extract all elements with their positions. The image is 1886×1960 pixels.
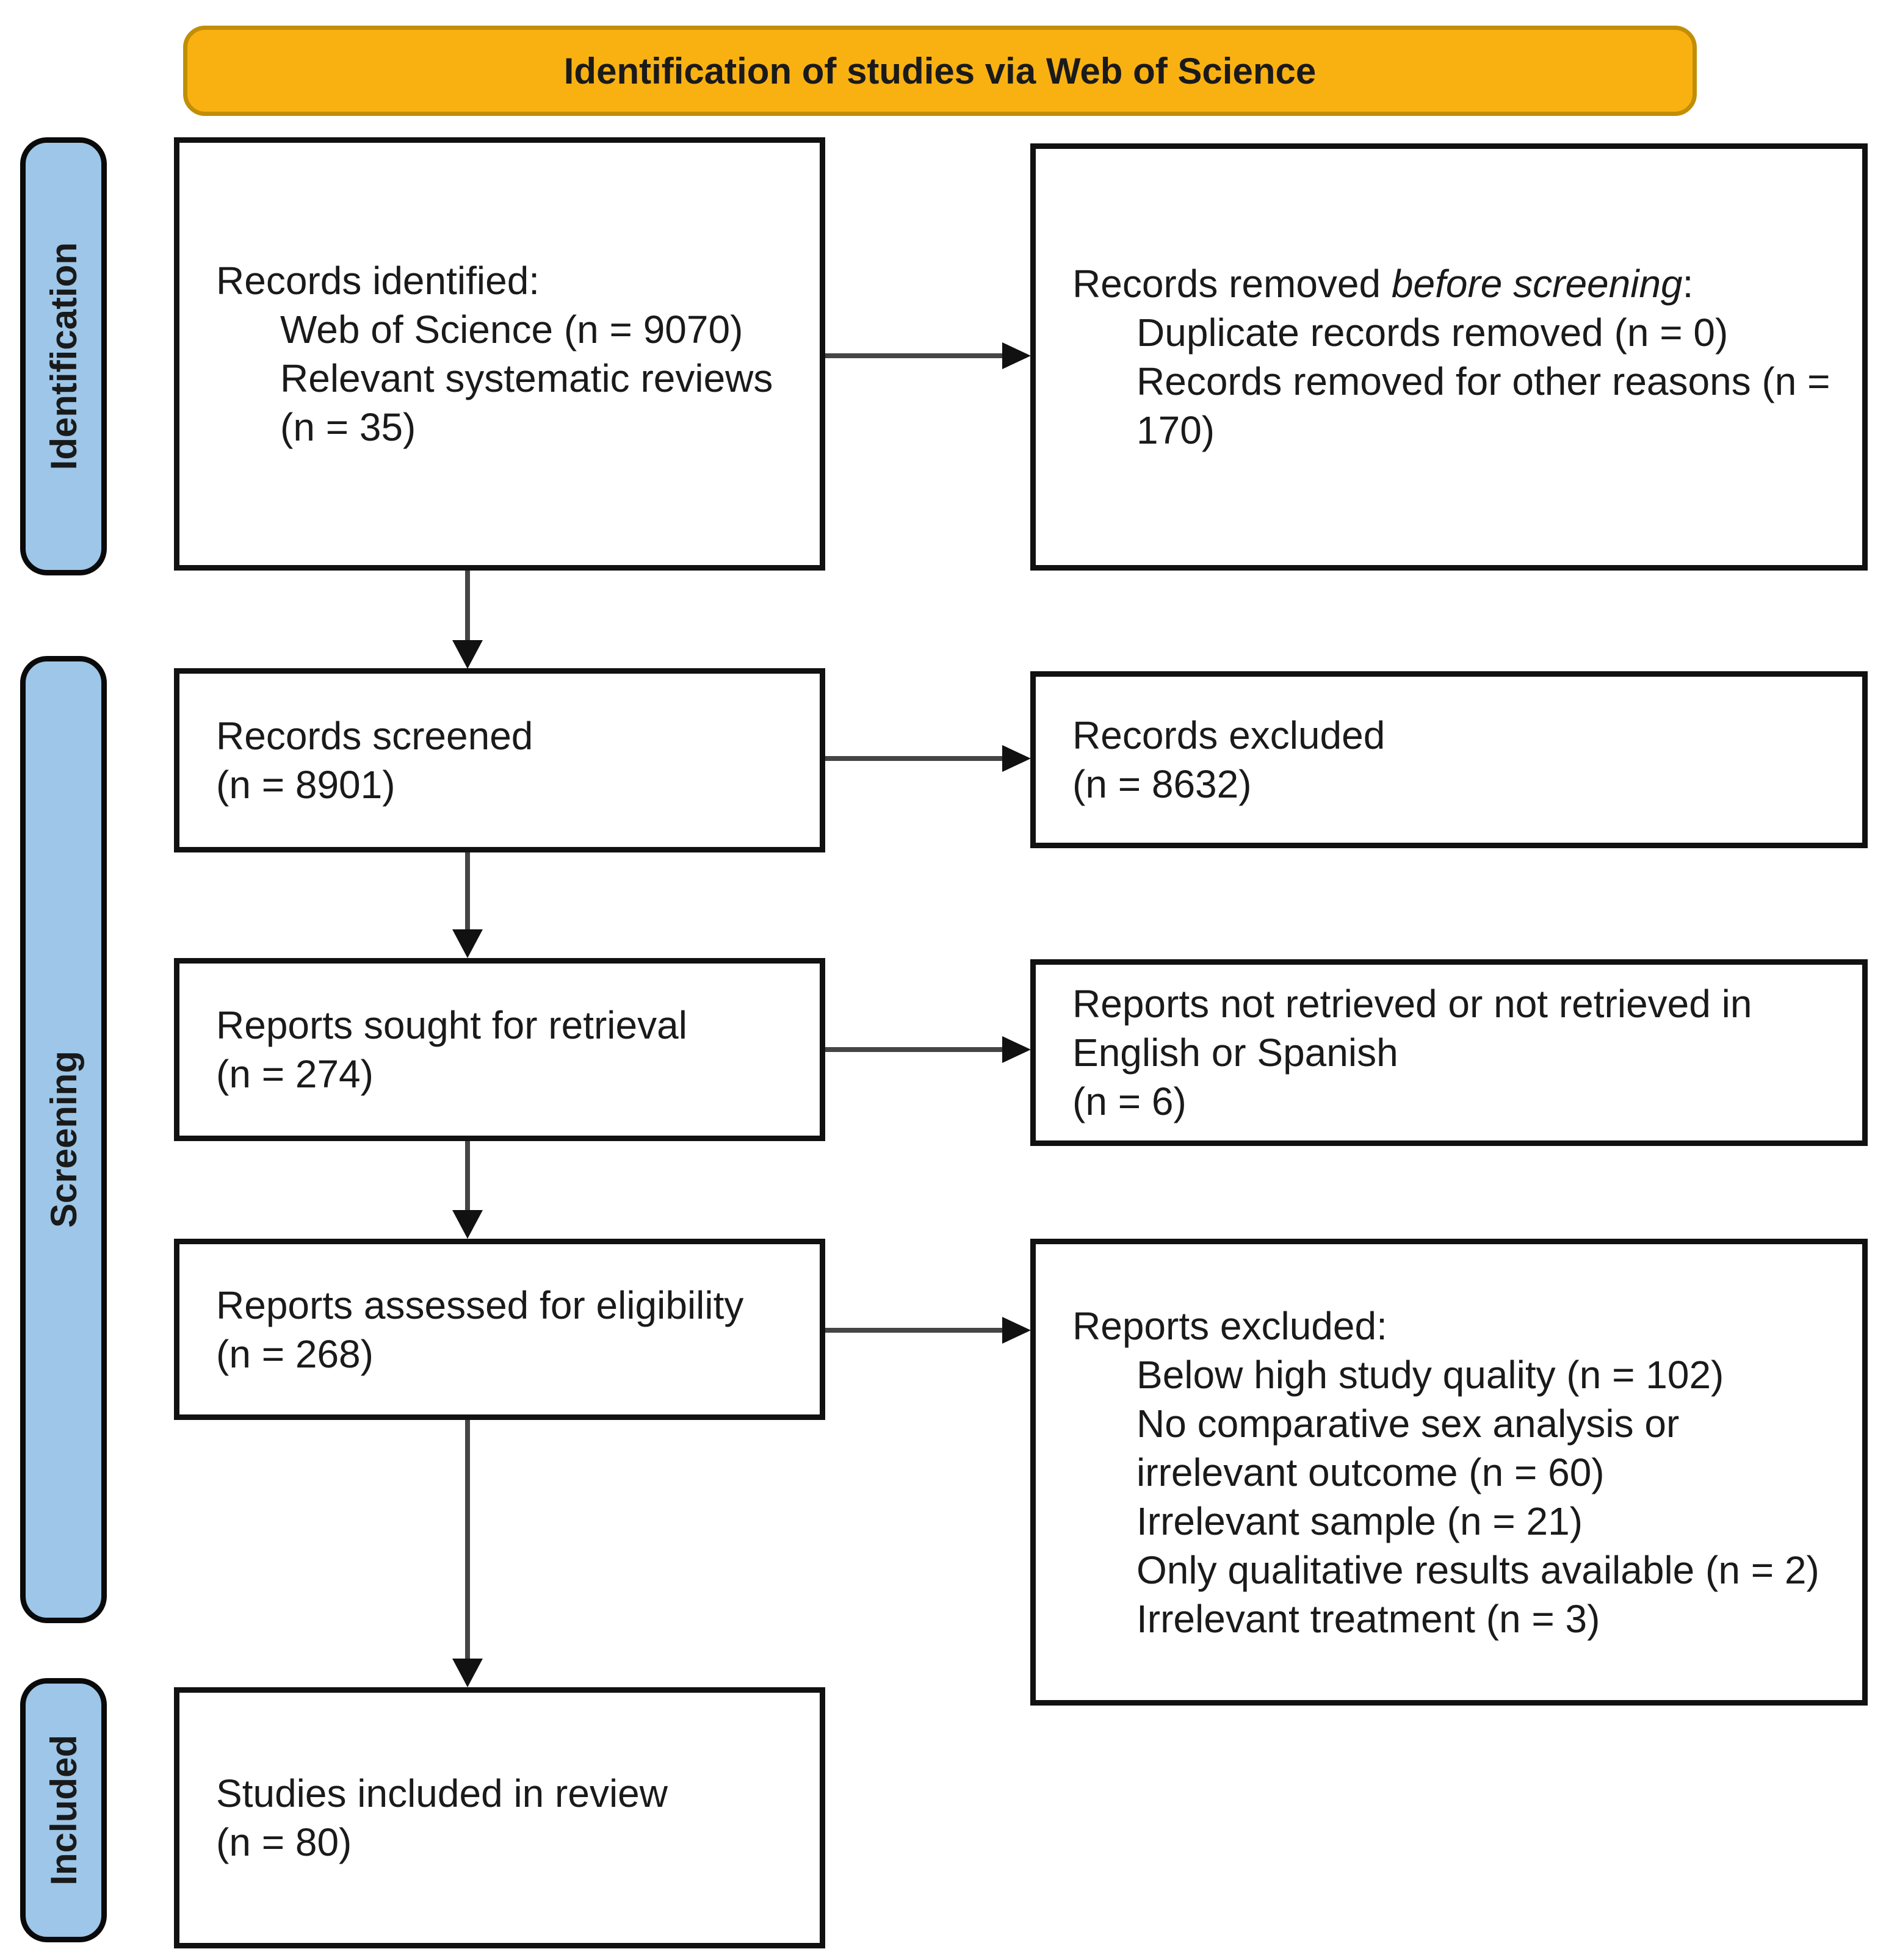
title-suffix: : xyxy=(1682,262,1694,306)
down-arrow-head-icon xyxy=(452,1659,483,1687)
down-arrow-head-icon xyxy=(452,929,483,958)
right-arrow-head-icon xyxy=(1002,342,1031,369)
box-line: Records excluded xyxy=(1072,713,1386,757)
box-line: (n = 268) xyxy=(216,1331,374,1376)
down-arrow-head-icon xyxy=(452,1210,483,1239)
box-line: Reports sought for retrieval xyxy=(216,1003,687,1047)
box-title: Reports excluded: xyxy=(1072,1303,1387,1348)
box-reports-assessed-for-eligibility: Reports assessed for eligibility (n = 26… xyxy=(174,1239,825,1420)
box-line: Reports assessed for eligibility xyxy=(216,1283,744,1327)
box-item: Duplicate records removed (n = 0) xyxy=(1136,311,1729,355)
box-studies-included-in-review: Studies included in review (n = 80) xyxy=(174,1687,825,1948)
box-line: (n = 80) xyxy=(216,1820,352,1864)
right-arrow-head-icon xyxy=(1002,1036,1031,1063)
down-arrow-line-4 xyxy=(465,1420,470,1659)
box-reports-not-retrieved: Reports not retrieved or not retrieved i… xyxy=(1030,959,1868,1146)
box-records-removed-before-screening: Records removed before screening: Duplic… xyxy=(1030,143,1868,571)
banner: Identification of studies via Web of Sci… xyxy=(183,26,1697,116)
box-item: Records removed for other reasons (n = 1… xyxy=(1136,359,1830,452)
box-item: Below high study quality (n = 102) xyxy=(1136,1352,1724,1397)
right-arrow-line-1 xyxy=(825,353,1005,358)
box-title: Records identified: xyxy=(216,259,540,303)
right-arrow-line-2 xyxy=(825,756,1005,761)
stage-label-included: Included xyxy=(20,1678,107,1942)
box-reports-sought-for-retrieval: Reports sought for retrieval (n = 274) xyxy=(174,958,825,1141)
down-arrow-line-2 xyxy=(465,852,470,930)
box-item: No comparative sex analysis or irrelevan… xyxy=(1136,1401,1680,1494)
right-arrow-line-4 xyxy=(825,1328,1005,1333)
box-line: Records screened xyxy=(216,714,533,758)
title-italic: before screening xyxy=(1391,262,1683,306)
stage-label-screening-text: Screening xyxy=(43,1051,84,1228)
down-arrow-line-1 xyxy=(465,571,470,640)
stage-label-screening: Screening xyxy=(20,656,107,1623)
box-title: Records removed before screening: xyxy=(1072,259,1847,308)
box-records-identified: Records identified: Web of Science (n = … xyxy=(174,137,825,571)
box-records-screened: Records screened (n = 8901) xyxy=(174,668,825,852)
banner-title: Identification of studies via Web of Sci… xyxy=(563,50,1317,92)
down-arrow-head-icon xyxy=(452,640,483,669)
right-arrow-head-icon xyxy=(1002,1317,1031,1344)
box-reports-excluded: Reports excluded: Below high study quali… xyxy=(1030,1239,1868,1706)
right-arrow-line-3 xyxy=(825,1047,1005,1052)
box-item: Irrelevant sample (n = 21) xyxy=(1136,1499,1583,1543)
right-arrow-head-icon xyxy=(1002,745,1031,772)
stage-label-identification-text: Identification xyxy=(43,242,84,470)
box-line: (n = 8901) xyxy=(216,763,396,807)
title-prefix: Records removed xyxy=(1072,262,1392,306)
stage-label-included-text: Included xyxy=(43,1735,84,1886)
box-item: Irrelevant treatment (n = 3) xyxy=(1136,1596,1600,1641)
box-item: Only qualitative results available (n = … xyxy=(1136,1547,1819,1592)
box-line: Studies included in review xyxy=(216,1771,668,1815)
down-arrow-line-3 xyxy=(465,1141,470,1211)
box-line: (n = 274) xyxy=(216,1052,374,1096)
box-line: (n = 8632) xyxy=(1072,762,1252,806)
box-line: (n = 6) xyxy=(1072,1079,1187,1123)
stage-label-identification: Identification xyxy=(20,137,107,575)
box-item: Relevant systematic reviews (n = 35) xyxy=(280,356,773,449)
box-item: Web of Science (n = 9070) xyxy=(280,308,743,351)
box-records-excluded: Records excluded (n = 8632) xyxy=(1030,671,1868,848)
box-line: Reports not retrieved or not retrieved i… xyxy=(1072,982,1752,1075)
